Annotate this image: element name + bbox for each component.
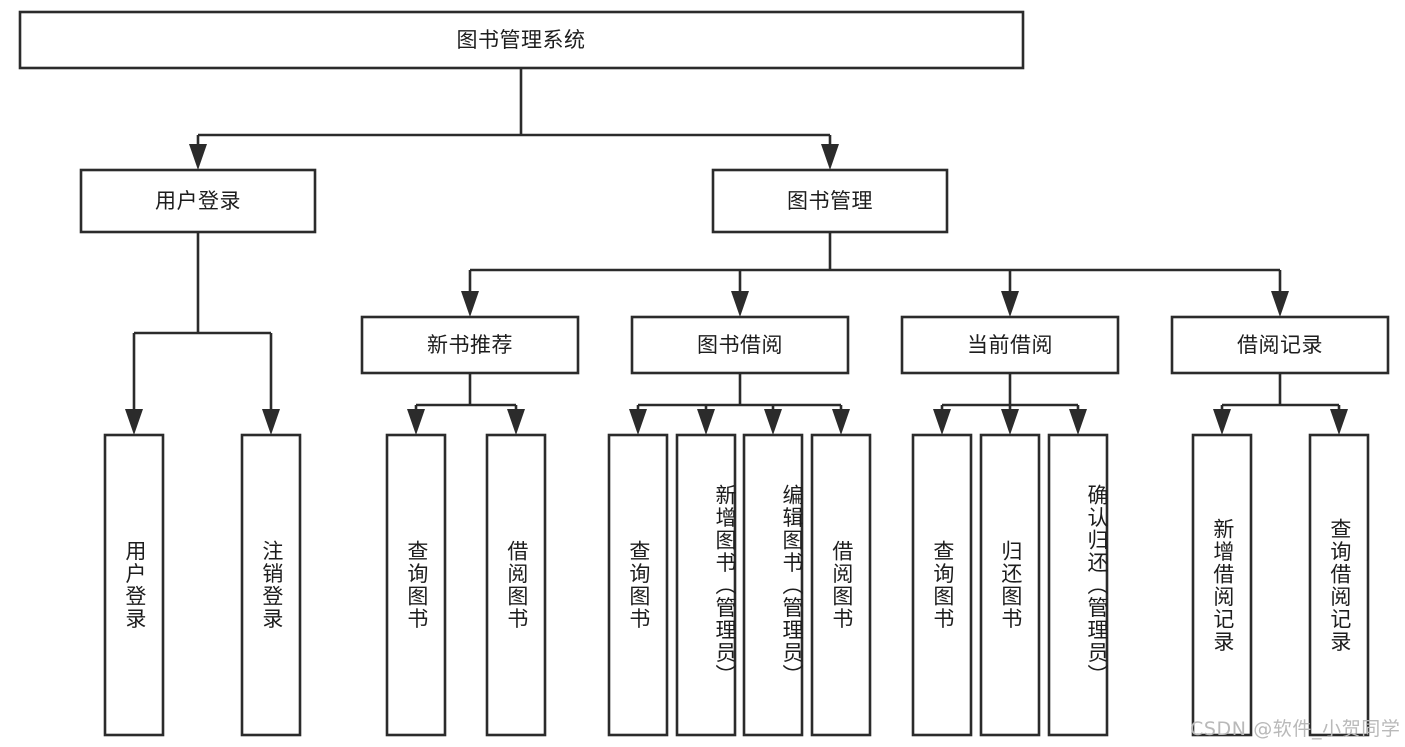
node-root[interactable]: 图书管理系统 [18, 10, 1025, 70]
arrow-bm-to-record [1271, 291, 1289, 317]
arrow-cb-to-leaf1 [933, 409, 951, 435]
arrow-br-to-leaf1 [1213, 409, 1231, 435]
node-current-borrow[interactable]: 当前借阅 [900, 315, 1120, 375]
leaf-box-edit-book[interactable] [742, 433, 804, 737]
node-book-manage-label: 图书管理 [787, 189, 873, 213]
edge-group-user-login-to-leaves [125, 232, 280, 435]
leaf-box-borrow-book-1[interactable] [485, 433, 547, 737]
leaf-group-new-book-recommend [385, 433, 547, 737]
arrow-rc-to-leaf2 [507, 409, 525, 435]
leaf-group-current-borrow [911, 433, 1109, 737]
edge-group-recommend-to-leaves [407, 373, 525, 435]
leaf-box-query-book-1[interactable] [385, 433, 447, 737]
arrow-bm-to-recommend [461, 291, 479, 317]
node-book-borrow-label: 图书借阅 [697, 333, 783, 357]
edge-group-current-to-leaves [933, 373, 1087, 435]
arrow-rc-to-leaf1 [407, 409, 425, 435]
node-user-login-label: 用户登录 [155, 189, 241, 213]
arrow-bm-to-current [1001, 291, 1019, 317]
node-book-borrow[interactable]: 图书借阅 [630, 315, 850, 375]
arrow-bb-to-leaf4 [832, 409, 850, 435]
arrow-ul-to-leaf2 [262, 409, 280, 435]
node-current-borrow-label: 当前借阅 [967, 333, 1053, 357]
leaf-box-confirm-return[interactable] [1047, 433, 1109, 737]
leaf-box-query-book-2[interactable] [607, 433, 669, 737]
edge-group-borrow-to-leaves [629, 373, 850, 435]
leaf-group-borrow-record [1191, 433, 1370, 737]
leaf-box-add-book[interactable] [675, 433, 737, 737]
node-book-borrow-box[interactable] [630, 315, 850, 375]
arrow-bb-to-leaf1 [629, 409, 647, 435]
leaf-box-return-book[interactable] [979, 433, 1041, 737]
leaf-box-user-login[interactable] [103, 433, 165, 737]
leaf-box-query-book-3[interactable] [911, 433, 973, 737]
node-book-manage-box[interactable] [711, 168, 949, 234]
leaf-group-user-login [103, 433, 302, 737]
node-current-borrow-box[interactable] [900, 315, 1120, 375]
edge-group-book-manage-to-level3 [461, 232, 1289, 317]
node-borrow-record-box[interactable] [1170, 315, 1390, 375]
node-borrow-record-label: 借阅记录 [1237, 333, 1323, 357]
leaf-box-query-record[interactable] [1308, 433, 1370, 737]
edge-group-root-to-level2 [189, 68, 839, 170]
arrow-bb-to-leaf2 [697, 409, 715, 435]
node-new-book-recommend-box[interactable] [360, 315, 580, 375]
arrow-cb-to-leaf2 [1001, 409, 1019, 435]
node-root-label: 图书管理系统 [457, 28, 586, 52]
node-new-book-recommend-label: 新书推荐 [427, 333, 513, 357]
node-new-book-recommend[interactable]: 新书推荐 [360, 315, 580, 375]
node-borrow-record[interactable]: 借阅记录 [1170, 315, 1390, 375]
node-root-box[interactable] [18, 10, 1025, 70]
arrow-root-to-book-manage [821, 144, 839, 170]
arrow-bm-to-borrow [731, 291, 749, 317]
arrow-bb-to-leaf3 [764, 409, 782, 435]
arrow-ul-to-leaf1 [125, 409, 143, 435]
arrow-br-to-leaf2 [1330, 409, 1348, 435]
leaf-box-borrow-book-2[interactable] [810, 433, 872, 737]
arrow-root-to-user-login [189, 144, 207, 170]
leaf-box-logout-login[interactable] [240, 433, 302, 737]
leaf-box-add-record[interactable] [1191, 433, 1253, 737]
edge-group-record-to-leaves [1213, 373, 1348, 435]
node-book-manage[interactable]: 图书管理 [711, 168, 949, 234]
watermark-text: CSDN @软件_小贺同学 [1190, 718, 1401, 740]
node-user-login-box[interactable] [79, 168, 317, 234]
leaf-group-book-borrow [607, 433, 872, 737]
node-user-login[interactable]: 用户登录 [79, 168, 317, 234]
arrow-cb-to-leaf3 [1069, 409, 1087, 435]
